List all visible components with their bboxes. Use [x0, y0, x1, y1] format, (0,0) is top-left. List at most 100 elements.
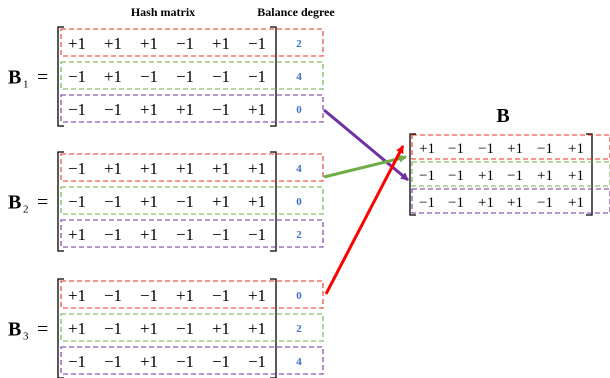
output-matrix-cell: −1 [537, 141, 553, 157]
matrix-cell: +1 [140, 192, 158, 211]
row-highlight-box [60, 61, 324, 90]
matrix-cell: +1 [248, 286, 266, 305]
matrix-left-bracket [57, 151, 64, 252]
matrix-label: B [8, 192, 21, 214]
matrix-cell: +1 [140, 100, 158, 119]
matrix-cell: +1 [68, 286, 86, 305]
matrix-right-bracket [270, 151, 277, 252]
matrix-left-bracket [57, 278, 64, 378]
balance-degree-value: 2 [296, 229, 302, 241]
output-matrix-cell: +1 [419, 141, 435, 157]
matrix-cell: −1 [176, 34, 194, 53]
matrix-cell: −1 [68, 100, 86, 119]
output-matrix-cell: −1 [419, 168, 435, 184]
matrix-left-bracket [57, 26, 64, 127]
arrow-b3-row1-to-b-row1 [324, 145, 405, 295]
matrix-cell: −1 [104, 286, 122, 305]
output-matrix-cell: −1 [448, 141, 464, 157]
output-row-highlight-box [411, 161, 610, 187]
matrix-cell: +1 [176, 159, 194, 178]
matrix-cell: +1 [248, 192, 266, 211]
output-matrix-cell: −1 [537, 195, 553, 211]
row-highlight-box [60, 94, 324, 123]
matrix-cell: +1 [212, 192, 230, 211]
matrix-cell: +1 [248, 100, 266, 119]
arrow-b2-row2-to-b-row2 [323, 154, 407, 179]
matrix-cell: −1 [176, 319, 194, 338]
matrix-cell: −1 [104, 319, 122, 338]
output-matrix-cell: +1 [478, 168, 494, 184]
matrix-cell: +1 [212, 34, 230, 53]
arrow-b1-row3-to-b-row3 [323, 108, 409, 182]
matrix-subscript: 1 [23, 79, 29, 91]
matrix-cell: +1 [140, 159, 158, 178]
matrix-subscript: 2 [23, 204, 29, 216]
matrix-cell: +1 [248, 319, 266, 338]
matrix-cell: −1 [212, 100, 230, 119]
row-highlight-box [60, 346, 324, 375]
output-row-highlight-box [411, 134, 610, 160]
equals-sign: = [37, 319, 48, 341]
output-matrix-cell: +1 [478, 195, 494, 211]
row-highlight-box [60, 186, 324, 215]
matrix-cell: −1 [104, 100, 122, 119]
matrix-cell: −1 [68, 192, 86, 211]
matrix-cell: −1 [140, 67, 158, 86]
matrix-cell: +1 [68, 225, 86, 244]
output-right-bracket [586, 133, 593, 216]
balance-degree-value: 0 [296, 104, 302, 116]
matrix-cell: +1 [104, 159, 122, 178]
matrix-cell: −1 [140, 286, 158, 305]
output-left-bracket [409, 133, 416, 216]
matrix-cell: −1 [248, 67, 266, 86]
row-highlight-box [60, 153, 324, 182]
matrix-cell: +1 [140, 225, 158, 244]
matrix-cell: +1 [212, 319, 230, 338]
header-hash-matrix: Hash matrix [131, 5, 195, 19]
output-matrix-cell: +1 [568, 195, 584, 211]
output-row-highlight-box [411, 188, 610, 214]
output-matrix-cell: +1 [507, 141, 523, 157]
matrix-cell: −1 [212, 352, 230, 371]
output-matrix-cell: −1 [448, 168, 464, 184]
equals-sign: = [37, 192, 48, 214]
matrix-cell: +1 [212, 159, 230, 178]
matrix-cell: +1 [140, 352, 158, 371]
matrix-cell: −1 [248, 352, 266, 371]
balance-degree-value: 4 [296, 71, 302, 83]
matrix-cell: +1 [248, 159, 266, 178]
matrix-cell: −1 [68, 159, 86, 178]
matrix-cell: −1 [212, 286, 230, 305]
output-matrix-label: B [496, 105, 509, 127]
balance-degree-value: 2 [296, 323, 302, 335]
row-highlight-box [60, 219, 324, 248]
matrix-cell: +1 [176, 100, 194, 119]
row-highlight-box [60, 28, 324, 57]
matrix-cell: −1 [212, 67, 230, 86]
matrix-cell: +1 [140, 34, 158, 53]
matrix-right-bracket [270, 278, 277, 378]
output-matrix-cell: −1 [478, 141, 494, 157]
matrix-cell: −1 [104, 225, 122, 244]
matrix-cell: −1 [176, 192, 194, 211]
header-balance-degree: Balance degree [257, 5, 335, 19]
matrix-cell: −1 [248, 34, 266, 53]
matrix-cell: −1 [68, 67, 86, 86]
output-matrix-cell: +1 [568, 141, 584, 157]
matrix-subscript: 3 [23, 331, 29, 343]
matrix-cell: −1 [104, 192, 122, 211]
output-matrix-cell: −1 [448, 195, 464, 211]
matrix-label: B [8, 67, 21, 89]
output-matrix-cell: −1 [507, 168, 523, 184]
matrix-cell: −1 [212, 225, 230, 244]
output-matrix-cell: +1 [507, 195, 523, 211]
matrix-cell: +1 [68, 34, 86, 53]
matrix-cell: +1 [104, 67, 122, 86]
matrix-cell: +1 [176, 286, 194, 305]
balance-degree-value: 2 [296, 38, 302, 50]
output-matrix-cell: −1 [419, 195, 435, 211]
